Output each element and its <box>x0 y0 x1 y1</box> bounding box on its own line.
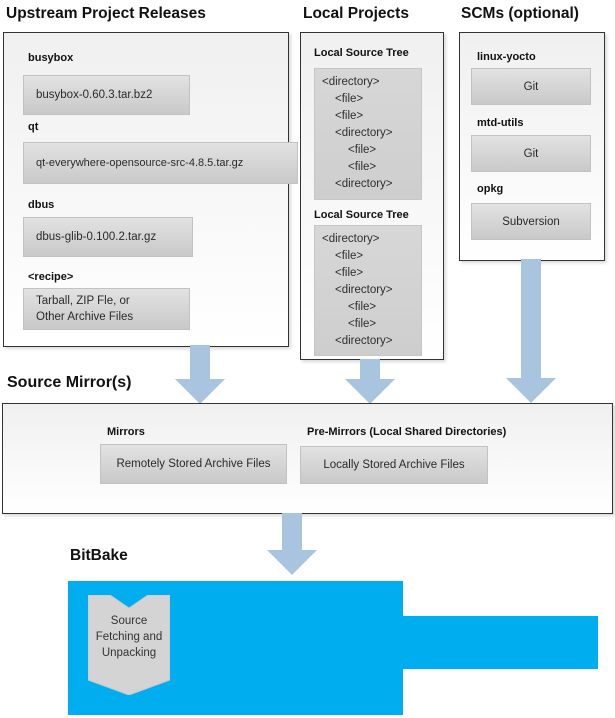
tree-entry: <directory> <box>322 76 380 88</box>
tree-entry: <file> <box>335 93 364 105</box>
source-mirrors-panel: Mirrors Remotely Stored Archive Files Pr… <box>2 403 613 514</box>
recipe-name-label: dbus <box>28 199 55 211</box>
scm-type-box: Git <box>471 135 591 172</box>
scm-type-box: Subversion <box>471 203 591 240</box>
tree-entry: <file> <box>335 110 364 122</box>
upstream-releases-panel: busybox busybox-0.60.3.tar.bz2 qt qt-eve… <box>3 32 298 347</box>
down-arrow-icon <box>267 513 317 575</box>
scms-panel: linux-yocto Git mtd-utils Git opkg Subve… <box>459 32 605 261</box>
process-step-line: Source <box>110 615 148 627</box>
mirrors-box: Remotely Stored Archive Files <box>100 444 287 484</box>
source-mirrors-title: Source Mirror(s) <box>7 374 132 391</box>
local-source-tree-box: <directory> <file> <file> <directory> <f… <box>314 68 422 200</box>
tree-entry: <directory> <box>335 284 393 296</box>
tree-entry: <file> <box>335 250 364 262</box>
scm-recipe-label: opkg <box>477 183 504 195</box>
scm-type-box: Git <box>471 68 591 105</box>
process-step-text: Source Fetching and Unpacking <box>88 613 170 661</box>
archive-file-box: qt-everywhere-opensource-src-4.8.5.tar.g… <box>23 142 298 184</box>
tree-entry: <directory> <box>335 335 393 347</box>
tree-entry: <file> <box>348 144 377 156</box>
tree-entry: <directory> <box>335 127 393 139</box>
bitbake-output-bar <box>403 616 598 669</box>
archive-file-box: busybox-0.60.3.tar.bz2 <box>23 75 190 115</box>
local-source-tree-label: Local Source Tree <box>314 209 409 221</box>
premirrors-label: Pre-Mirrors (Local Shared Directories) <box>307 426 507 438</box>
archive-file-box: dbus-glib-0.100.2.tar.gz <box>23 217 193 257</box>
process-step-line: Unpacking <box>101 647 157 659</box>
scm-recipe-label: mtd-utils <box>477 117 524 129</box>
bitbake-title: BitBake <box>70 547 128 564</box>
tree-entry: <file> <box>348 318 377 330</box>
local-source-tree-label: Local Source Tree <box>314 47 409 59</box>
tree-entry: <directory> <box>322 233 380 245</box>
recipe-name-label: qt <box>28 121 39 133</box>
down-arrow-icon <box>345 359 395 404</box>
down-arrow-icon <box>175 345 225 404</box>
archive-file-box: Tarball, ZIP Fle, or Other Archive Files <box>23 288 190 330</box>
tree-entry: <directory> <box>335 178 393 190</box>
local-projects-title: Local Projects <box>303 5 409 22</box>
scms-title: SCMs (optional) <box>461 5 579 22</box>
process-ribbon-icon <box>88 595 170 695</box>
premirrors-box: Locally Stored Archive Files <box>300 446 488 484</box>
tree-entry: <file> <box>335 267 364 279</box>
upstream-releases-title: Upstream Project Releases <box>6 5 206 22</box>
tree-entry: <file> <box>348 161 377 173</box>
scm-recipe-label: linux-yocto <box>477 51 536 63</box>
process-step-line: Fetching and <box>95 631 163 643</box>
recipe-name-label: <recipe> <box>28 271 74 283</box>
local-source-tree-box: <directory> <file> <file> <directory> <f… <box>314 225 422 356</box>
tree-entry: <file> <box>348 301 377 313</box>
recipe-name-label: busybox <box>28 52 74 64</box>
down-arrow-icon <box>506 259 556 403</box>
local-projects-panel: Local Source Tree <directory> <file> <fi… <box>300 32 444 360</box>
mirrors-label: Mirrors <box>107 426 145 438</box>
